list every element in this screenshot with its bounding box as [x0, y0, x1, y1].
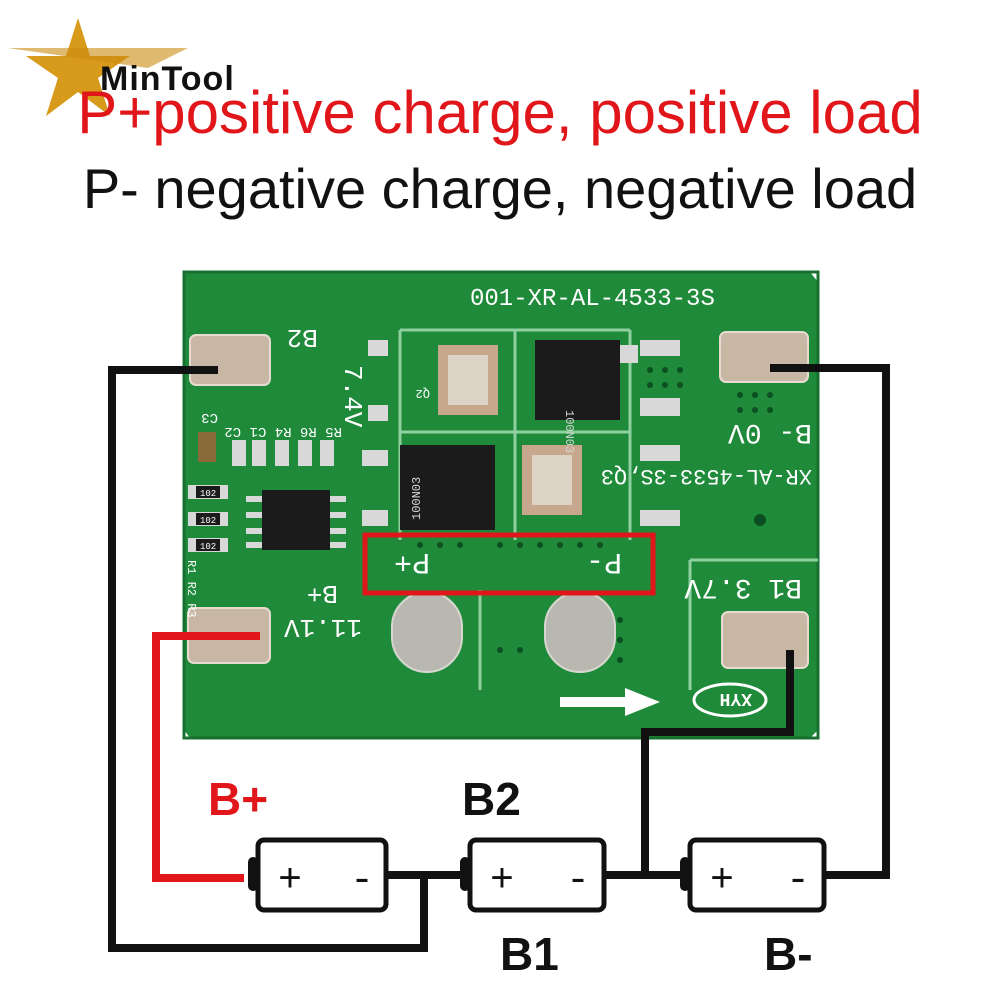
smd-components	[188, 432, 334, 552]
label-11v1: 11.1V	[284, 612, 362, 642]
label-c3: C3	[201, 409, 218, 425]
brand-logo: MinTool	[8, 8, 308, 118]
label-component-refs: R5 R6 R4 C1 C2	[224, 423, 342, 439]
mosfet-marking-2: 100N03	[562, 410, 576, 453]
brand-logo-text: MinTool	[100, 60, 235, 98]
battery-1-minus: -	[350, 859, 374, 904]
label-b2: B2	[287, 322, 318, 352]
label-7v4: 7.4V	[337, 365, 367, 428]
xyh-brand-mark	[692, 682, 768, 718]
battery-2-plus: +	[490, 859, 514, 904]
label-b-plus: B+	[208, 773, 268, 825]
wire-b-plus-red	[152, 632, 260, 882]
resistor-code-2: 102	[200, 516, 216, 526]
label-p-minus: P-	[586, 544, 622, 578]
board-part-number-2: XR-AL-4533-3S,Q3	[601, 463, 812, 488]
battery-1-plus: +	[278, 859, 302, 904]
mosfet-pad-lower-right	[522, 445, 680, 526]
title-negative: P- negative charge, negative load	[82, 157, 918, 220]
wire-b2	[108, 366, 428, 952]
pad-b2	[189, 334, 271, 386]
wire-b-minus	[770, 364, 890, 879]
battery-1: + -	[248, 837, 389, 913]
battery-3-minus: -	[786, 859, 810, 904]
battery-3: + -	[680, 837, 827, 913]
resistor-code: 102	[200, 489, 216, 499]
mosfet-q-upper-right	[535, 340, 680, 420]
mosfet-q-lower-left	[362, 445, 495, 530]
pad-b-minus	[719, 331, 809, 383]
label-b2-node: B2	[462, 773, 521, 825]
battery-2: + -	[460, 837, 607, 913]
title-positive: P+positive charge, positive load	[77, 79, 923, 146]
resistor-code-3: 102	[200, 542, 216, 552]
wire-b1	[641, 650, 794, 875]
label-b-0v: B- 0V	[728, 416, 812, 447]
label-b-plus-board: B+	[307, 578, 338, 608]
pad-b1	[721, 611, 809, 669]
p-terminal-highlight	[362, 532, 656, 596]
board-part-number: 001-XR-AL-4533-3S	[470, 286, 715, 313]
battery-2-minus: -	[566, 859, 590, 904]
pcb-board: 001-XR-AL-4533-3S XR-AL-4533-3S,Q3 B2 7.…	[182, 270, 820, 740]
protection-ic	[246, 490, 346, 550]
arrow-right-icon	[560, 688, 660, 716]
star-logo-icon	[8, 18, 188, 116]
label-b1-3v7: B1 3.7V	[684, 571, 802, 602]
label-r1-r2-r3: R1 R2 R3	[184, 560, 198, 618]
pad-p-plus	[391, 591, 463, 673]
label-b-minus: B-	[764, 928, 813, 980]
pad-p-minus	[544, 591, 616, 673]
xyh-brand-text: XYH	[720, 688, 752, 708]
label-q2: Q2	[416, 386, 430, 400]
label-p-plus: P+	[394, 544, 430, 578]
label-b1-node: B1	[500, 928, 559, 980]
mosfet-marking: 100N03	[410, 477, 424, 520]
battery-3-plus: +	[710, 859, 734, 904]
mosfet-pad-upper-left	[368, 340, 498, 421]
black-wires	[108, 364, 890, 952]
